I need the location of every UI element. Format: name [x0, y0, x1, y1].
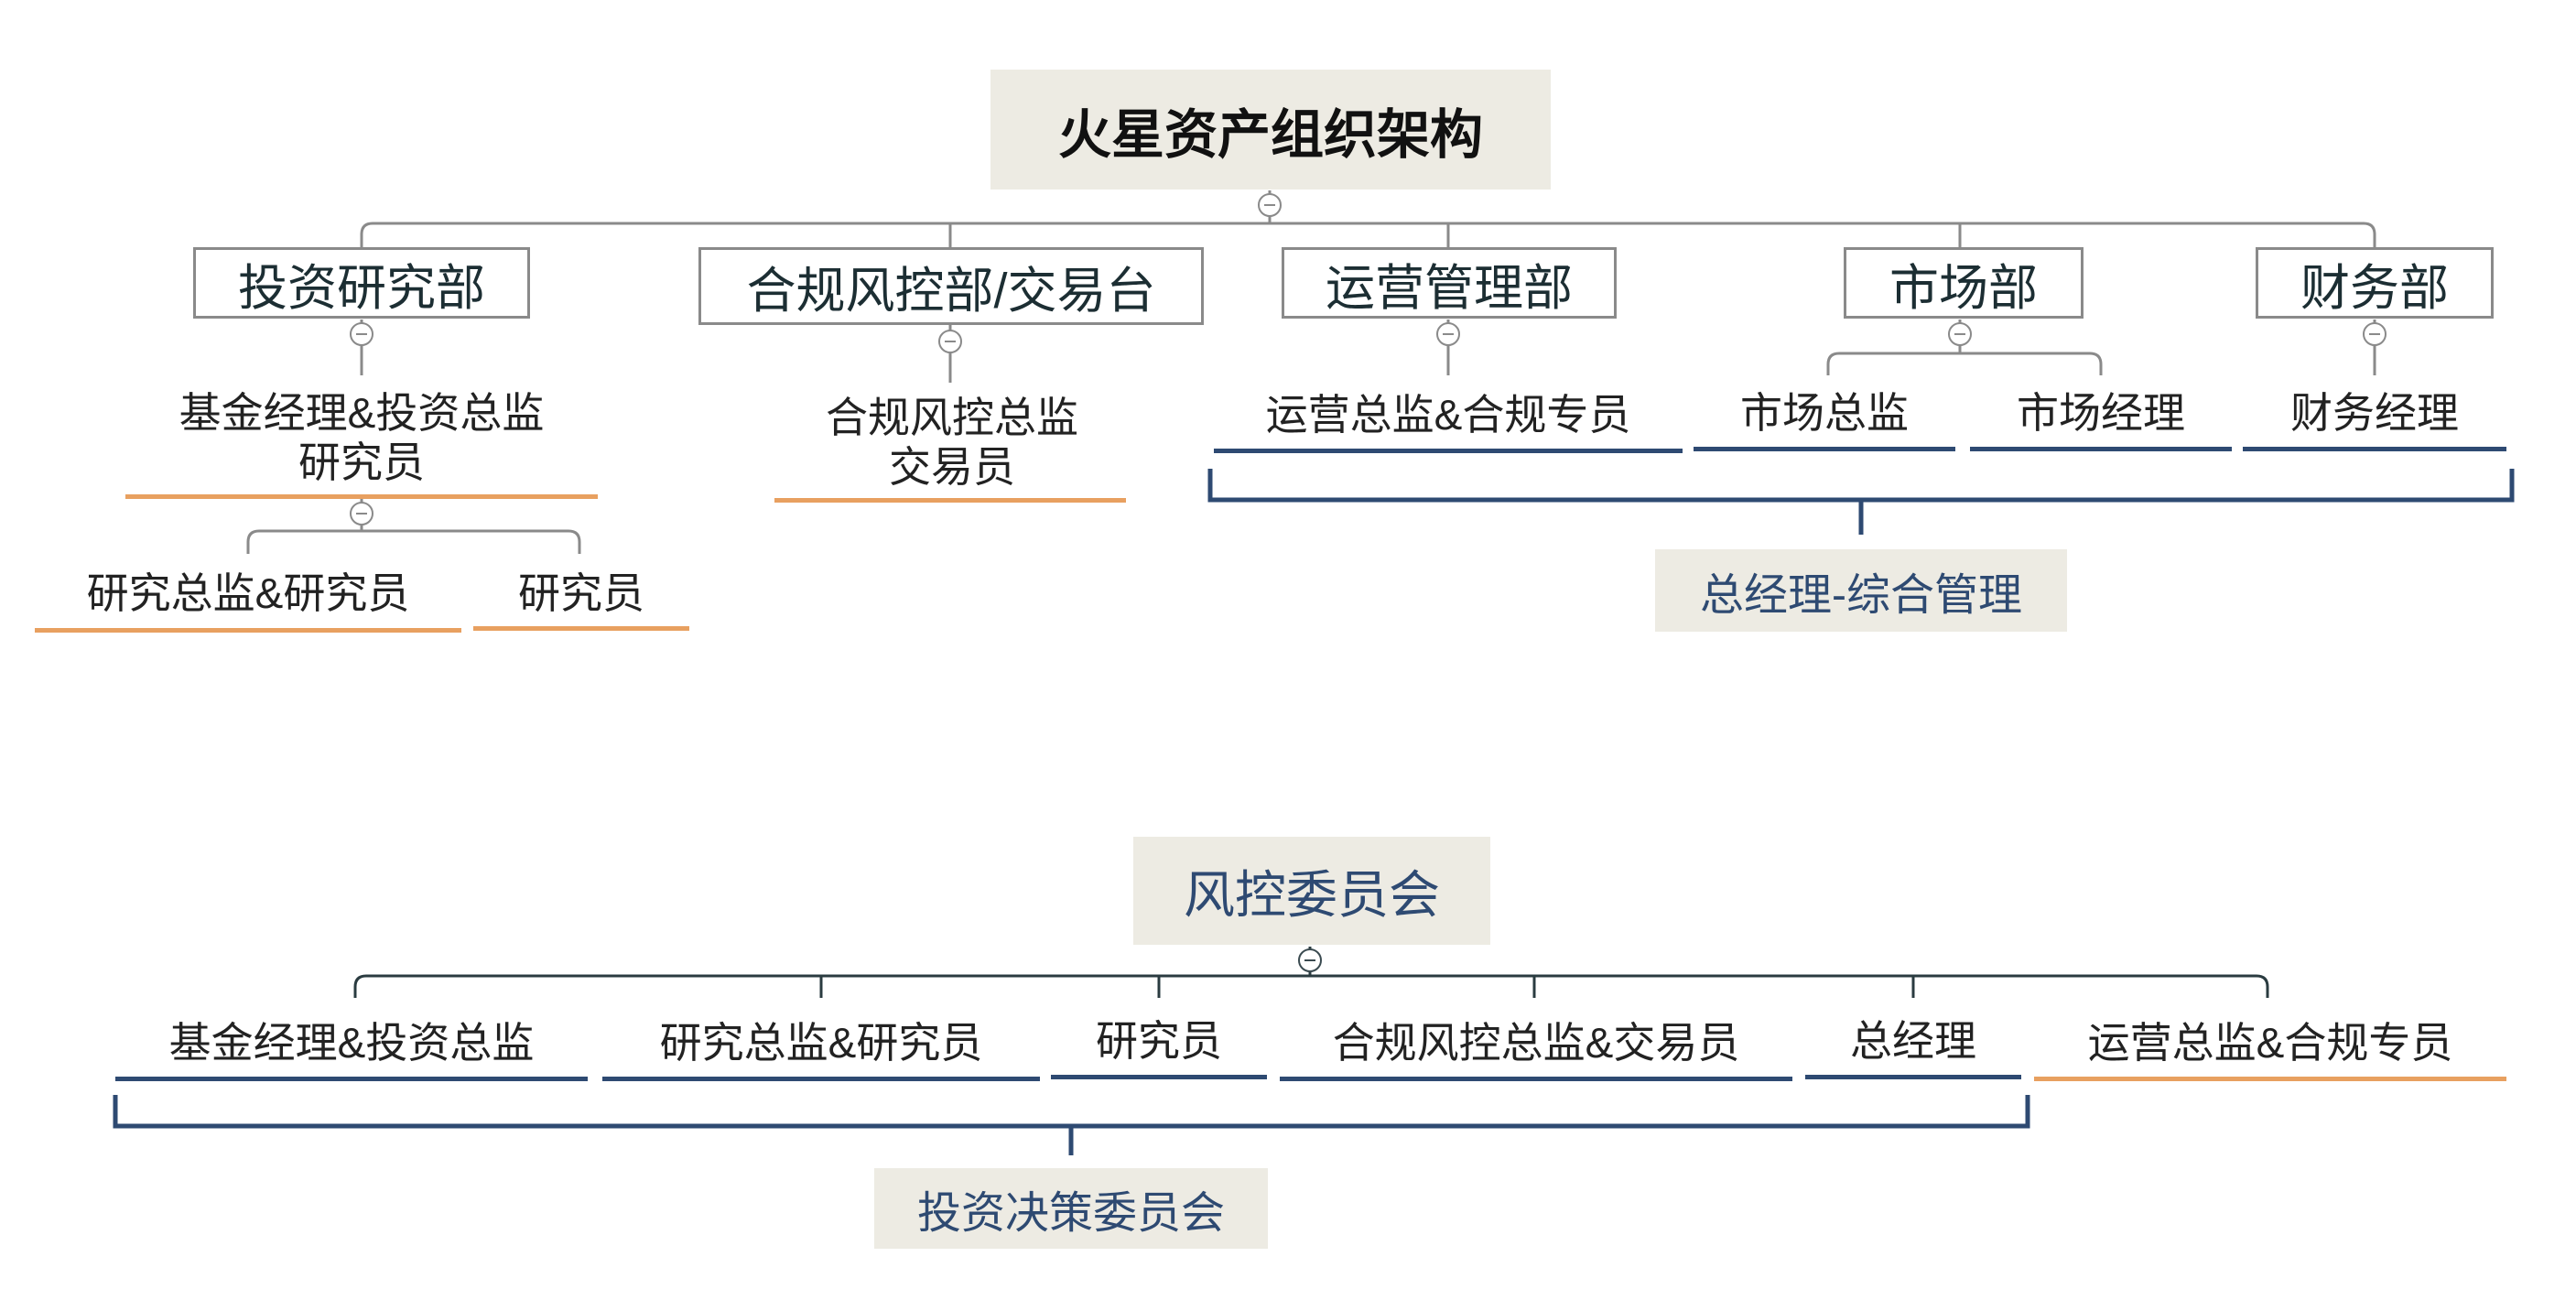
- node-underline: [1280, 1077, 1792, 1081]
- collapse-toggle-icon[interactable]: [1258, 193, 1282, 217]
- node-underline: [1805, 1075, 2021, 1079]
- collapse-toggle-icon[interactable]: [1948, 322, 1972, 346]
- node-underline: [35, 628, 461, 633]
- node-underline: [602, 1077, 1040, 1081]
- dept-operations[interactable]: 运营管理部: [1282, 247, 1617, 319]
- dept-finance[interactable]: 财务部: [2256, 247, 2494, 319]
- collapse-toggle-icon[interactable]: [1436, 322, 1460, 346]
- collapse-toggle-icon[interactable]: [350, 502, 373, 525]
- node-underline: [1051, 1075, 1267, 1079]
- node-underline: [774, 498, 1126, 503]
- collapse-toggle-icon[interactable]: [938, 330, 962, 353]
- member-research-director[interactable]: 研究总监&研究员: [659, 1019, 983, 1067]
- node-underline: [2243, 447, 2506, 451]
- node-underline: [115, 1077, 588, 1081]
- node-underline: [473, 626, 689, 631]
- collapse-toggle-icon[interactable]: [2363, 322, 2387, 346]
- member-fund-manager[interactable]: 基金经理&投资总监: [168, 1019, 535, 1067]
- node-fund-manager-researcher[interactable]: 基金经理&投资总监 研究员: [179, 389, 545, 486]
- general-manager-tag: 总经理-综合管理: [1655, 549, 2067, 632]
- node-underline: [125, 494, 598, 499]
- node-underline: [1970, 447, 2232, 451]
- dept-compliance-trading[interactable]: 合规风控部/交易台: [698, 247, 1204, 325]
- node-underline: [1214, 449, 1683, 453]
- node-market-director[interactable]: 市场总监: [1740, 389, 1909, 437]
- node-market-manager[interactable]: 市场经理: [2017, 389, 2185, 437]
- member-researcher[interactable]: 研究员: [1096, 1017, 1222, 1065]
- node-underline: [1694, 447, 1955, 451]
- member-general-manager[interactable]: 总经理: [1850, 1017, 1976, 1065]
- node-research-director[interactable]: 研究总监&研究员: [86, 569, 410, 617]
- member-operations-director[interactable]: 运营总监&合规专员: [2087, 1019, 2453, 1067]
- node-compliance-director-trader[interactable]: 合规风控总监 交易员: [826, 394, 1078, 491]
- risk-committee-title[interactable]: 风控委员会: [1133, 837, 1490, 945]
- node-researcher[interactable]: 研究员: [518, 569, 644, 617]
- collapse-toggle-icon[interactable]: [350, 322, 373, 346]
- node-underline: [2034, 1077, 2506, 1081]
- investment-committee-tag: 投资决策委员会: [874, 1168, 1268, 1249]
- collapse-toggle-icon[interactable]: [1298, 948, 1322, 972]
- org-root-title: 火星资产组织架构: [990, 70, 1551, 190]
- dept-marketing[interactable]: 市场部: [1844, 247, 2084, 319]
- node-finance-manager[interactable]: 财务经理: [2290, 389, 2459, 437]
- dept-investment-research[interactable]: 投资研究部: [193, 247, 530, 319]
- node-operations-director[interactable]: 运营总监&合规专员: [1265, 391, 1631, 439]
- member-compliance-director[interactable]: 合规风控总监&交易员: [1332, 1019, 1740, 1067]
